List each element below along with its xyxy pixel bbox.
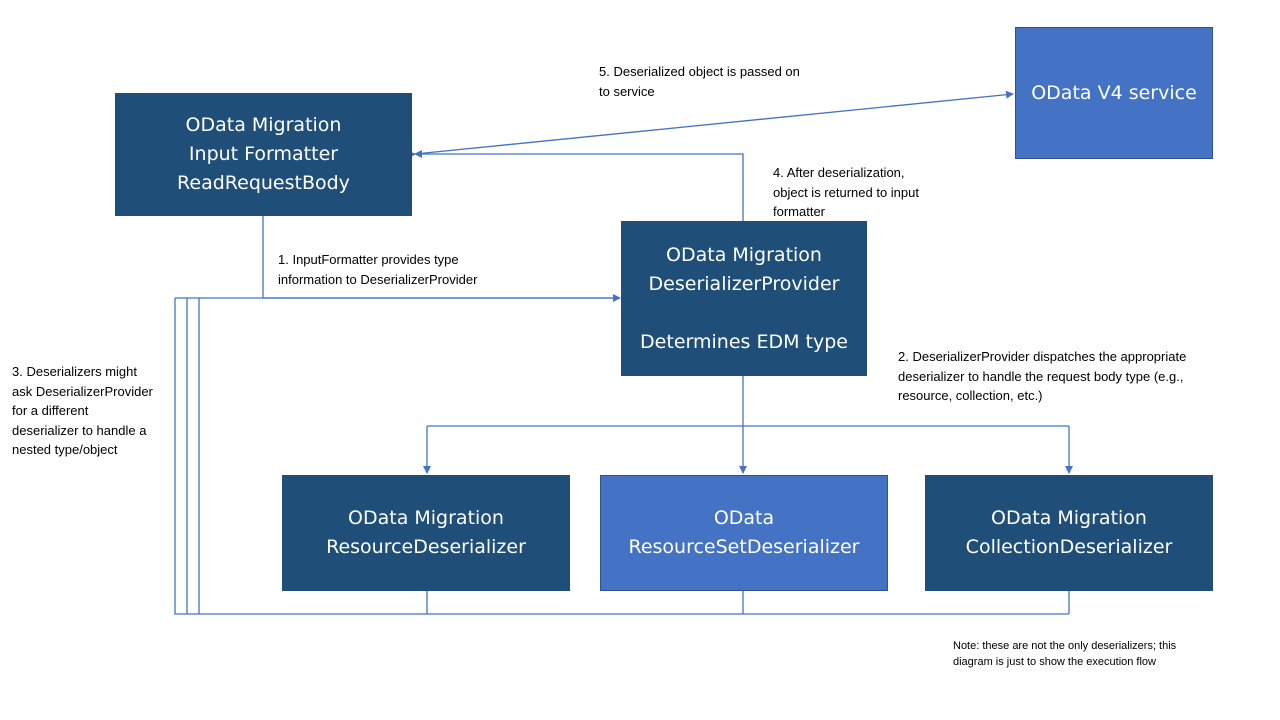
step5-label: 5. Deserialized object is passed on to s… — [599, 64, 800, 99]
step3-label: 3. Deserializers might ask DeserializerP… — [12, 364, 153, 457]
resource-deserializer-box: OData Migration ResourceDeserializer — [282, 475, 570, 591]
odata-v4-service-box: OData V4 service — [1015, 27, 1213, 159]
input-formatter-line-3: ReadRequestBody — [177, 172, 350, 194]
footnote: Note: these are not the only deserialize… — [953, 640, 1177, 668]
feedback-line-1 — [174, 298, 1069, 615]
odata-v4-service-label: OData V4 service — [1031, 81, 1197, 104]
step1-label: 1. InputFormatter provides type informat… — [278, 252, 478, 287]
arrow-step5-to-service — [407, 90, 1014, 159]
resource-set-deserializer-box: OData ResourceSetDeserializer — [600, 475, 888, 591]
collection-deserializer-box: OData Migration CollectionDeserializer — [925, 475, 1213, 591]
resource-deserializer-line-1: OData Migration — [348, 507, 504, 529]
resource-set-deserializer-line-2: ResourceSetDeserializer — [628, 536, 860, 558]
arrow-step4-return — [414, 150, 744, 222]
step4-label: 4. After deserialization, object is retu… — [773, 165, 919, 219]
collection-deserializer-line-1: OData Migration — [991, 507, 1147, 529]
input-formatter-line-1: OData Migration — [185, 114, 342, 136]
resource-set-deserializer-line-1: OData — [713, 507, 775, 529]
deserializer-provider-sub: Determines EDM type — [640, 330, 848, 353]
input-formatter-line-2: Input Formatter — [188, 143, 339, 165]
resource-deserializer-line-2: ResourceDeserializer — [326, 536, 526, 558]
deserializer-provider-line-2: DeserializerProvider — [648, 272, 840, 295]
deserializer-provider-line-1: OData Migration — [666, 243, 822, 266]
input-formatter-box: OData Migration Input Formatter ReadRequ… — [115, 93, 412, 216]
step2-label: 2. DeserializerProvider dispatches the a… — [898, 349, 1187, 403]
collection-deserializer-line-2: CollectionDeserializer — [965, 536, 1173, 558]
deserializer-provider-box: OData Migration DeserializerProvider Det… — [621, 221, 867, 376]
